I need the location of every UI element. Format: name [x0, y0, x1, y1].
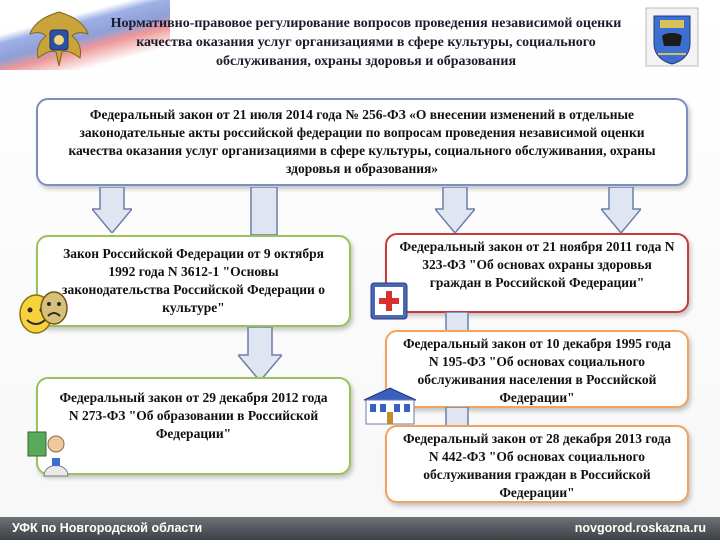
social-1995-law-text: Федеральный закон от 10 декабря 1995 год…: [402, 336, 672, 405]
main-law-text: Федеральный закон от 21 июля 2014 года №…: [68, 107, 656, 176]
building-icon: [363, 387, 417, 425]
connector-center: [250, 187, 278, 235]
footer-organization: УФК по Новгородской области: [12, 521, 203, 535]
social-1995-law-box: Федеральный закон от 10 декабря 1995 год…: [385, 330, 689, 408]
culture-law-box: Закон Российской Федерации от 9 октября …: [36, 235, 351, 327]
education-law-text: Федеральный закон от 29 декабря 2012 год…: [59, 390, 328, 441]
teacher-icon: [27, 431, 69, 477]
page-title: Нормативно-правовое регулирование вопрос…: [110, 16, 622, 69]
down-arrow-middle: [435, 187, 475, 233]
connector-social-2013: [445, 407, 469, 429]
footer-website-link[interactable]: novgorod.roskazna.ru: [574, 521, 706, 535]
social-2013-law-text: Федеральный закон от 28 декабря 2013 год…: [402, 431, 672, 500]
education-law-box: Федеральный закон от 29 декабря 2012 год…: [36, 377, 351, 475]
down-arrow-health: [601, 187, 641, 233]
social-2013-law-box: Федеральный закон от 28 декабря 2013 год…: [385, 425, 689, 503]
emblem-right-icon: [645, 7, 699, 67]
culture-law-text: Закон Российской Федерации от 9 октября …: [62, 246, 325, 315]
medical-cross-icon: [370, 282, 408, 320]
down-arrow-education: [238, 327, 282, 381]
down-arrow-culture: [92, 187, 132, 233]
theatre-masks-icon: [19, 291, 68, 334]
footer-bar: УФК по Новгородской области novgorod.ros…: [0, 517, 720, 540]
emblem-left-icon: [29, 11, 89, 67]
main-law-box: Федеральный закон от 21 июля 2014 года №…: [36, 98, 688, 186]
flag-background: [0, 0, 170, 70]
health-law-text: Федеральный закон от 21 ноября 2011 года…: [399, 239, 675, 290]
health-law-box: Федеральный закон от 21 ноября 2011 года…: [385, 233, 689, 313]
